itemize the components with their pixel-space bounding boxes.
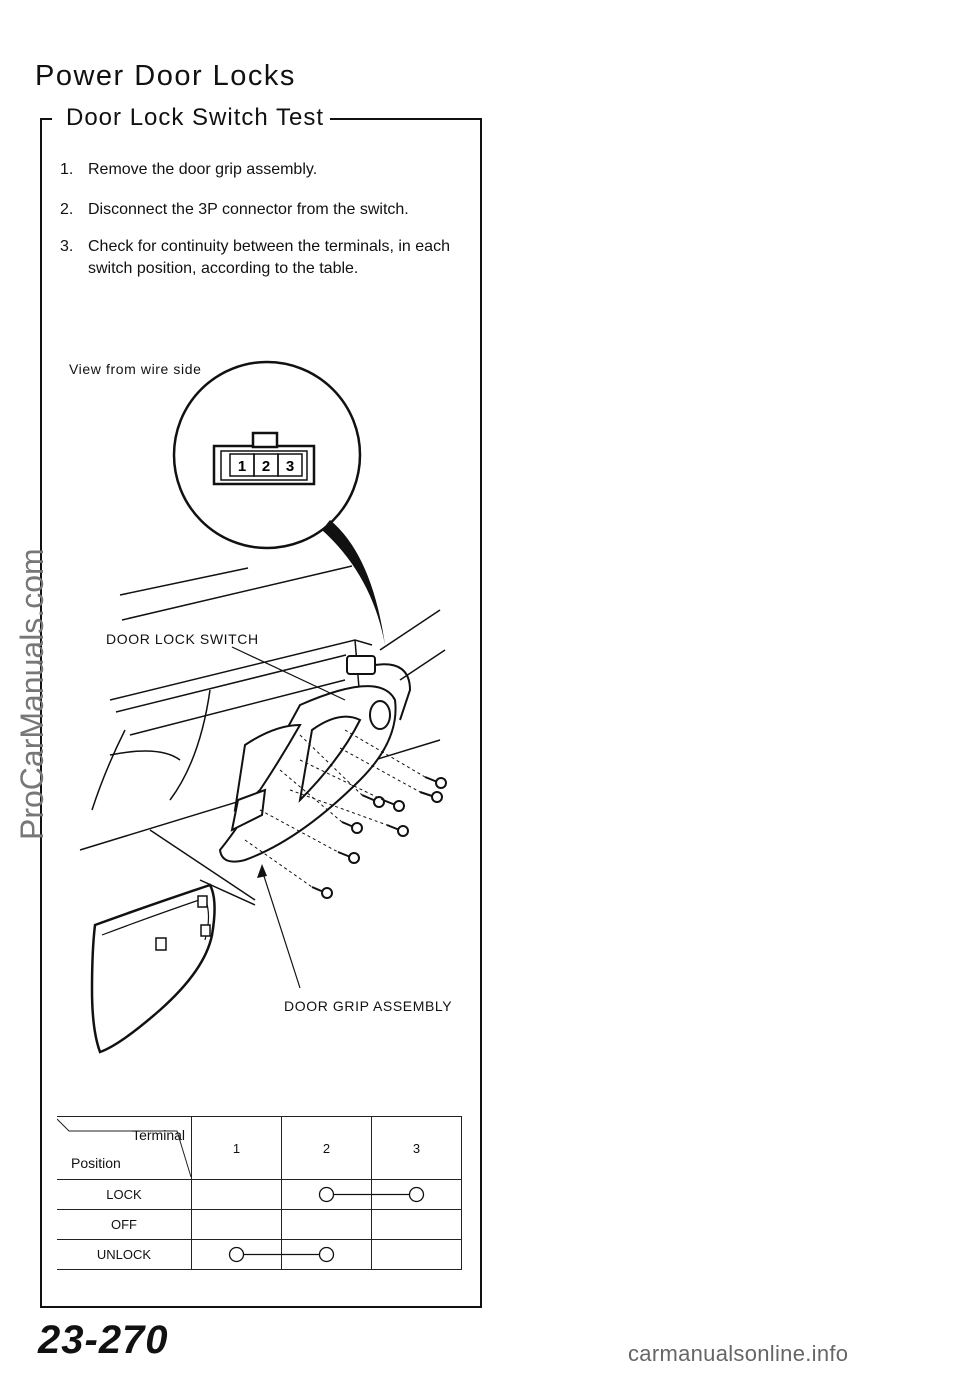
step-3: 3. Check for continuity between the termi…	[60, 236, 470, 280]
frame-top-rule	[330, 118, 480, 120]
position-header: Position	[71, 1155, 121, 1171]
continuity-cell	[191, 1179, 282, 1210]
door-lock-switch-label: DOOR LOCK SWITCH	[106, 631, 259, 647]
step-text: Check for continuity between the termina…	[88, 238, 450, 255]
continuity-terminal-mark	[408, 1186, 425, 1203]
page-number: 23-270	[38, 1318, 169, 1362]
door-grip-assembly	[218, 685, 397, 863]
continuity-terminal-mark	[318, 1246, 335, 1263]
table-header-row: Terminal Position 1 2 3	[57, 1116, 463, 1180]
door-grip-assembly-label: DOOR GRIP ASSEMBLY	[284, 998, 453, 1014]
step-number: 2.	[60, 201, 74, 218]
position-label: UNLOCK	[57, 1239, 193, 1270]
table-row: OFF	[57, 1209, 463, 1240]
switch-connector	[346, 655, 412, 721]
door-trim-cover	[90, 883, 216, 1054]
continuity-cell	[370, 1239, 463, 1270]
step-text: Disconnect the 3P connector from the swi…	[88, 201, 409, 218]
section-frame	[40, 118, 482, 1308]
step-2: 2. Disconnect the 3P connector from the s…	[60, 199, 470, 221]
terminal-column-header: 1	[191, 1116, 282, 1180]
grip-leader-arrow	[257, 864, 267, 878]
side-watermark: ProCarManuals.com	[14, 548, 50, 840]
terminal-3-label: 3	[286, 458, 294, 475]
continuity-table: Terminal Position 1 2 3 LOCK OFF UNLOCK	[57, 1116, 463, 1270]
terminal-1-label: 1	[238, 458, 246, 475]
table-row: UNLOCK	[57, 1239, 463, 1270]
section-title: Door Lock Switch Test	[62, 104, 328, 132]
screw-guide-lines	[244, 729, 426, 888]
step-text: Remove the door grip assembly.	[88, 161, 318, 178]
connector-callout-circle	[172, 360, 362, 550]
continuity-terminal-mark	[318, 1186, 335, 1203]
terminal-column-header: 3	[370, 1116, 463, 1180]
step-number: 3.	[60, 238, 74, 255]
position-label: OFF	[57, 1209, 193, 1240]
view-from-wire-side-label: View from wire side	[69, 361, 202, 377]
screws	[311, 776, 447, 899]
table-corner-cell: Terminal Position	[57, 1116, 193, 1180]
table-row: LOCK	[57, 1179, 463, 1210]
step-number: 1.	[60, 161, 74, 178]
corner-diagonal	[57, 1118, 192, 1178]
grip-leader-line	[261, 869, 301, 989]
frame-top-rule	[40, 118, 52, 120]
step-1: 1. Remove the door grip assembly.	[60, 159, 470, 181]
continuity-terminal-mark	[228, 1246, 245, 1263]
terminal-header: Terminal	[132, 1127, 186, 1143]
callout-pointer	[322, 520, 385, 645]
terminal-2-label: 2	[262, 458, 270, 475]
step-text-continued: switch position, according to the table.	[88, 260, 359, 277]
bottom-watermark: carmanualsonline.info	[628, 1341, 849, 1366]
connector-face-3p: 1 2 3	[212, 431, 316, 486]
page-title: Power Door Locks	[35, 60, 296, 92]
switch-leader-line	[231, 646, 346, 701]
